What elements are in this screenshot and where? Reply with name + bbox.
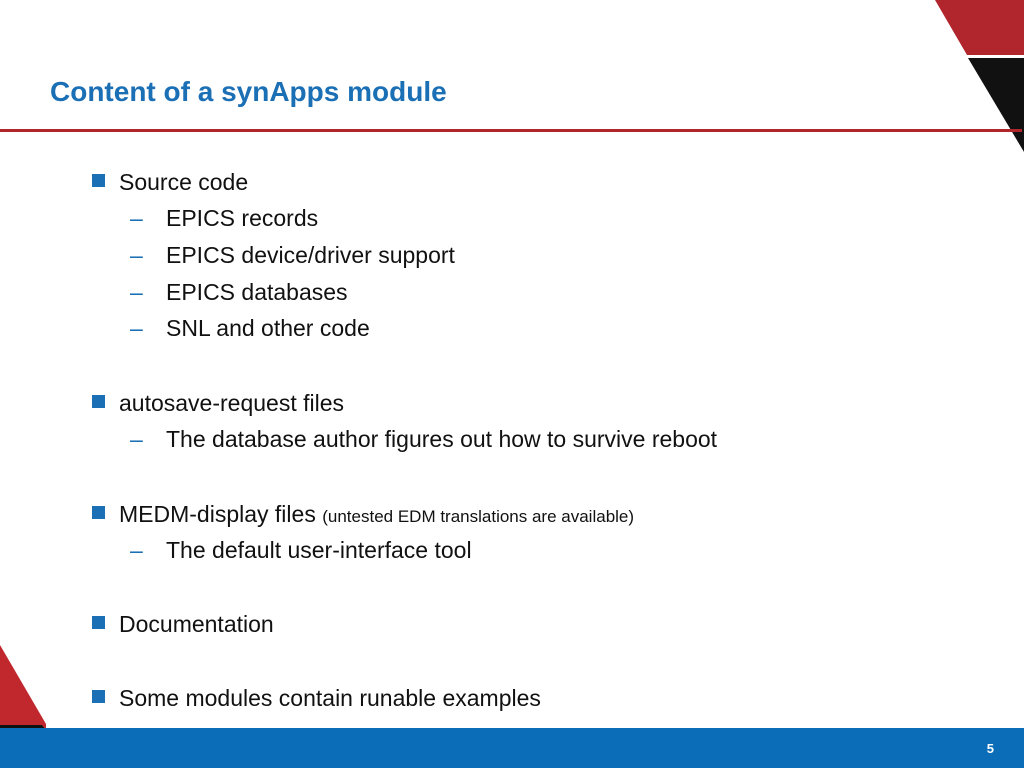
bullet-item: Source code [92,168,248,196]
slide-title: Content of a synApps module [50,76,447,107]
bullet-text: autosave-request files [119,390,345,416]
title-divider [0,129,1022,132]
bullet-text: Source code [119,169,249,195]
bullet-item: Documentation [92,610,274,638]
bullet-item: Some modules contain runable examples [92,684,541,712]
sub-item-text: The database author figures out how to s… [166,426,718,452]
bullet-item: autosave-request files [92,389,344,417]
dash-icon: – [130,426,143,452]
sub-item-text: EPICS device/driver support [166,242,455,268]
dash-icon: – [130,279,143,305]
square-bullet-icon [92,616,105,630]
sub-item-text: EPICS databases [166,279,348,305]
bullet-text: Documentation [119,611,274,637]
bullet-note: (untested EDM translations are available… [322,507,635,526]
page-number: 5 [986,741,994,756]
dash-icon: – [130,205,143,231]
sub-item: –EPICS device/driver support [130,241,455,269]
sub-item: –The database author figures out how to … [130,425,717,453]
bullet-text: MEDM-display files [119,501,316,527]
sub-item-text: EPICS records [166,205,319,231]
square-bullet-icon [92,690,105,704]
sub-item: –EPICS records [130,204,318,232]
square-bullet-icon [92,174,105,188]
sub-item: –EPICS databases [130,278,348,306]
square-bullet-icon [92,395,105,409]
dash-icon: – [130,242,143,268]
footer-bar [0,728,1024,768]
top-right-red-stripe [935,0,1024,55]
sub-item-text: The default user-interface tool [166,537,472,563]
bullet-item: MEDM-display files (untested EDM transla… [92,500,634,531]
sub-item: –SNL and other code [130,314,370,342]
sub-item-text: SNL and other code [166,315,370,341]
dash-icon: – [130,315,143,341]
sub-item: –The default user-interface tool [130,536,472,564]
bullet-text: Some modules contain runable examples [119,685,541,711]
dash-icon: – [130,537,143,563]
top-right-black-stripe [968,58,1024,152]
square-bullet-icon [92,506,105,520]
